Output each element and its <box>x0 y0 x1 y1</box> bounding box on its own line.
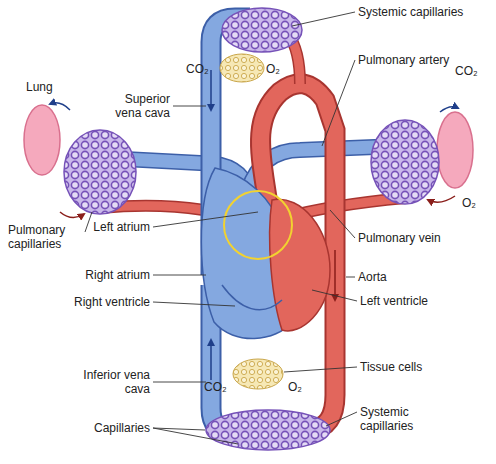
part-label: Inferior vena cava <box>78 368 150 396</box>
leader-line <box>284 367 357 372</box>
leader-line <box>173 106 206 107</box>
part-label: Left atrium <box>93 220 150 234</box>
leader-line <box>322 60 355 146</box>
tissue-cells <box>220 54 264 82</box>
part-label: CO₂ <box>204 380 227 394</box>
part-label: Right ventricle <box>74 295 150 309</box>
part-label: O₂ <box>266 62 280 76</box>
part-label: Pulmonary capillaries <box>8 223 88 251</box>
flow-arrow <box>210 70 212 110</box>
leader-line <box>326 412 357 426</box>
leader-line <box>153 275 206 276</box>
capillary-net <box>371 120 439 204</box>
part-label: O₂ <box>288 380 302 394</box>
flow-arrow <box>428 196 455 202</box>
part-label: Lung <box>26 80 53 94</box>
part-label: Tissue cells <box>360 360 422 374</box>
left-heart <box>270 199 330 331</box>
leader-line <box>312 290 357 301</box>
leader-line <box>330 210 355 238</box>
part-label: CO₂ <box>186 62 209 76</box>
leader-line <box>346 277 355 278</box>
part-label: Systemic capillaries <box>358 5 463 19</box>
part-label: CO₂ <box>455 64 478 78</box>
part-label: Systemic capillaries <box>360 405 440 433</box>
leader-line <box>153 302 235 306</box>
flow-arrow <box>334 250 336 300</box>
part-label: Pulmonary artery <box>358 53 449 67</box>
lung <box>437 112 473 188</box>
part-label: Capillaries <box>94 421 150 435</box>
flow-arrow <box>60 212 84 218</box>
part-label: Left ventricle <box>360 294 428 308</box>
part-label: Right atrium <box>85 268 150 282</box>
part-label: Superior vena cava <box>98 92 170 120</box>
highlight-circle <box>224 191 292 259</box>
part-label: Pulmonary vein <box>358 231 441 245</box>
leader-line <box>153 382 206 383</box>
leader-line <box>153 428 238 444</box>
flow-arrow <box>440 107 458 112</box>
leader-line <box>85 212 92 232</box>
leader-line <box>153 212 258 227</box>
tissue-cells <box>233 359 283 389</box>
part-label: O₂ <box>462 196 476 210</box>
capillary-net <box>206 410 330 450</box>
capillary-net <box>64 130 136 214</box>
part-label: Aorta <box>358 270 387 284</box>
flow-arrow <box>210 340 212 380</box>
flow-arrow <box>50 103 70 110</box>
leader-line <box>292 12 355 26</box>
capillary-net <box>222 8 302 52</box>
lung <box>24 105 60 175</box>
